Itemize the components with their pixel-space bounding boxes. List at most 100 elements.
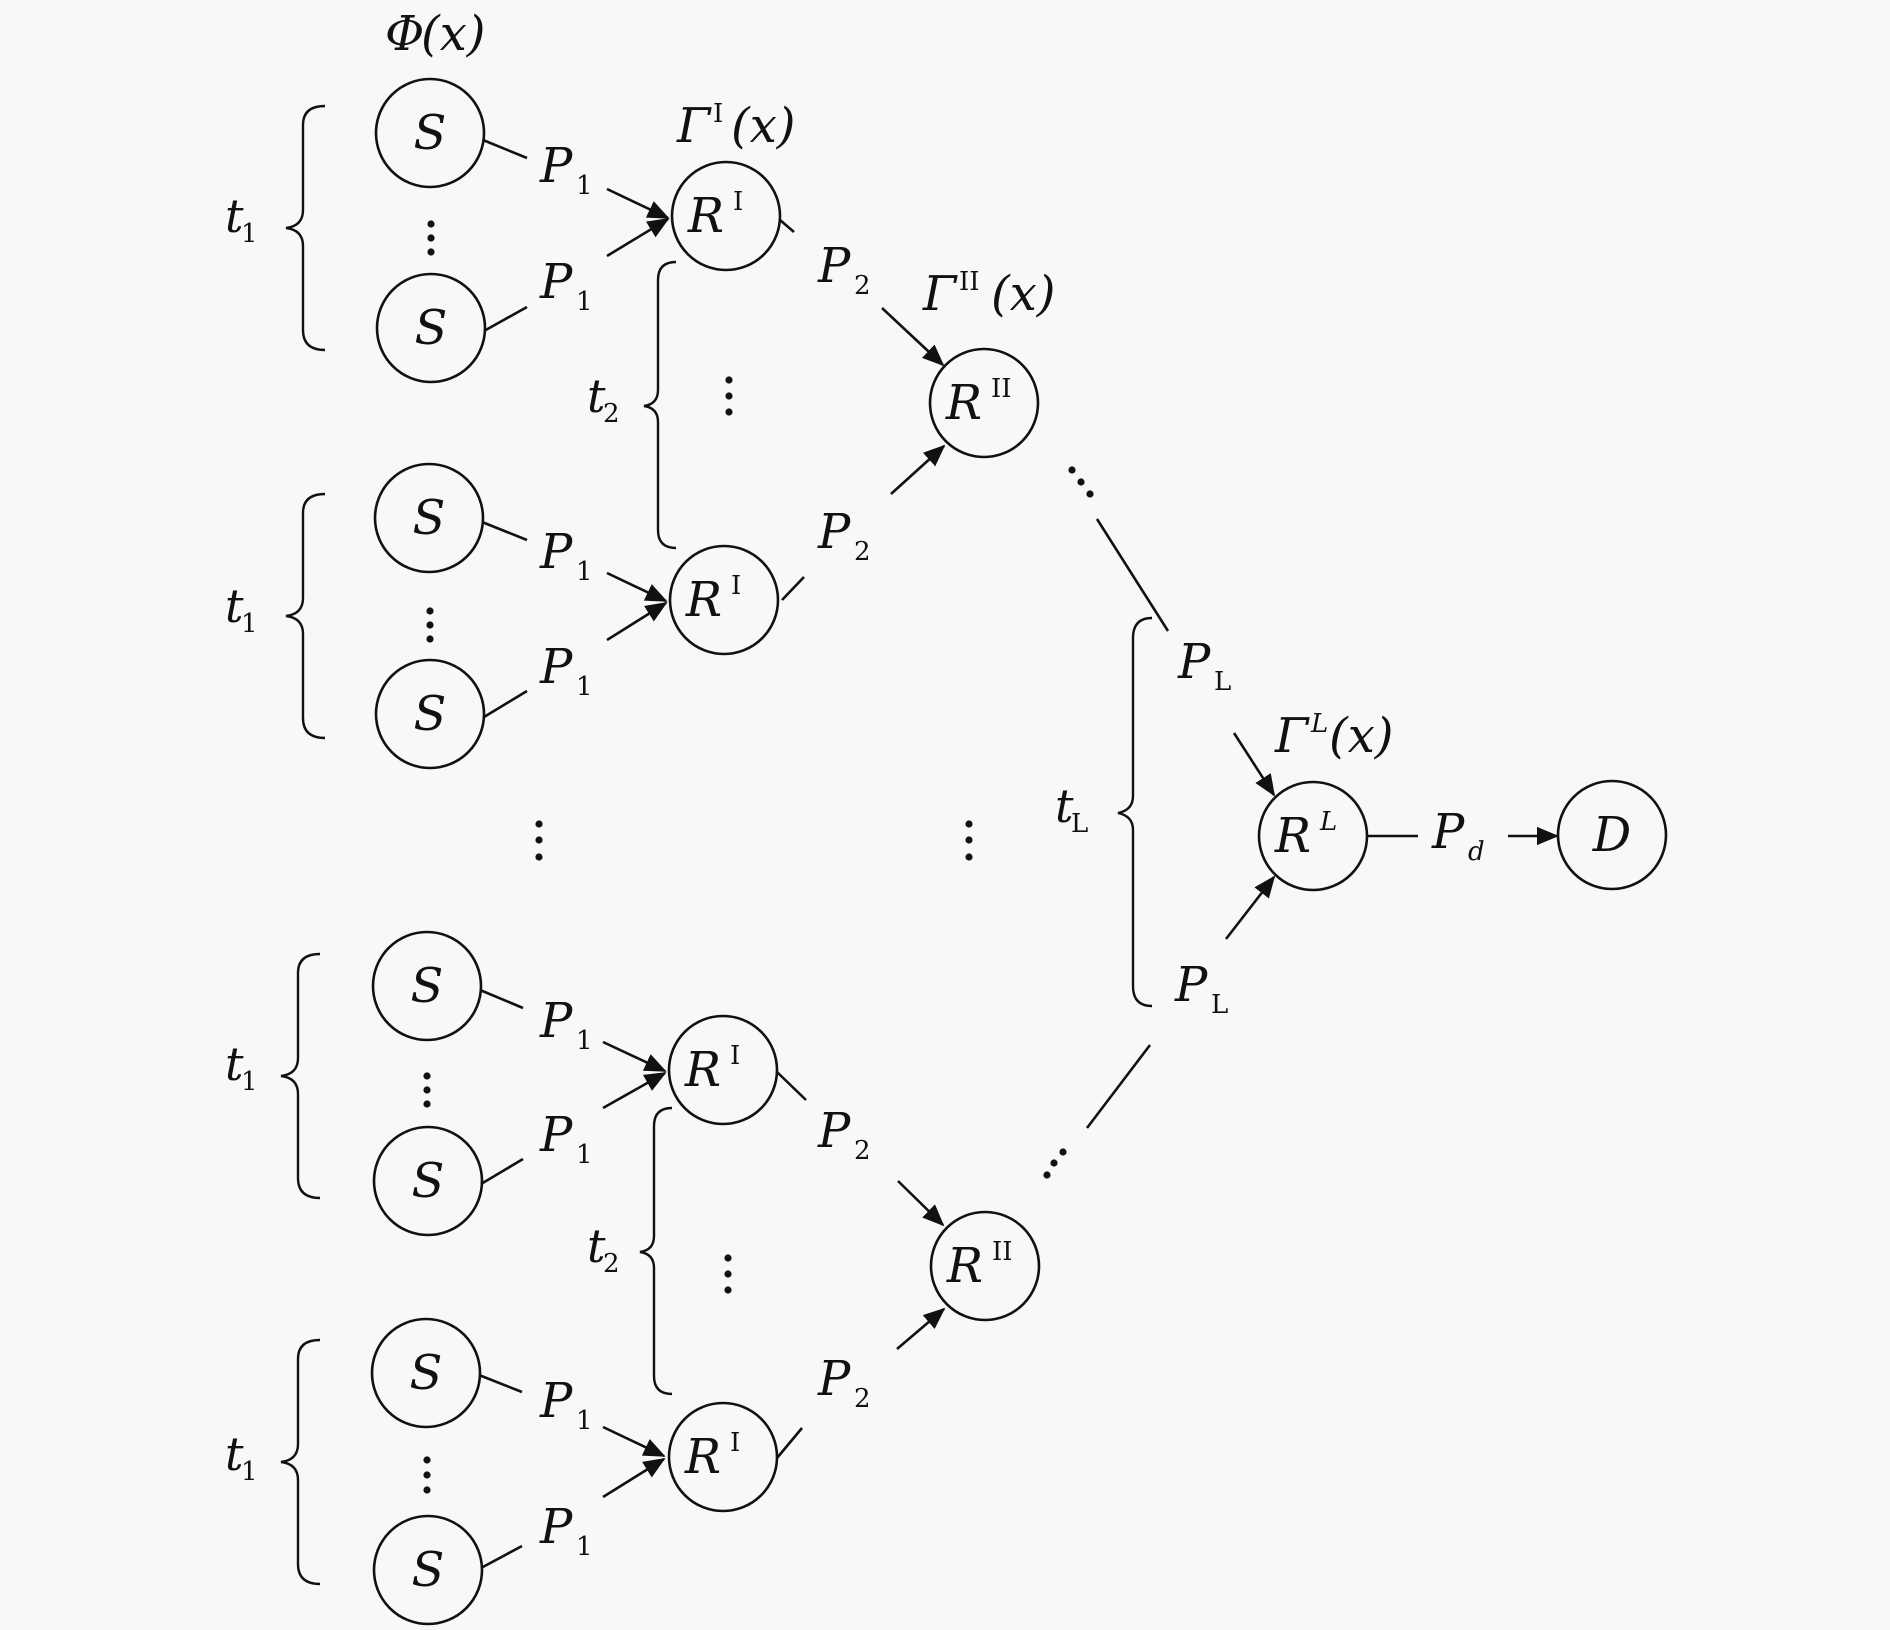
brace-t1-group3	[280, 952, 321, 1200]
node-superscript: I	[731, 571, 741, 601]
edge-ri4-p2	[776, 1427, 803, 1459]
node-label: R	[945, 375, 982, 431]
node-superscript: I	[733, 187, 743, 217]
node-s3: S	[373, 462, 485, 574]
node-s7: S	[370, 1317, 482, 1429]
node-label: R	[684, 1042, 721, 1098]
edge-label-subscript: 2	[854, 537, 871, 567]
node-superscript: II	[992, 1237, 1013, 1267]
node-circle	[928, 347, 1040, 459]
node-circle	[929, 1210, 1041, 1322]
edge-s1-p1	[482, 138, 528, 160]
edge-label-subscript: 1	[576, 1140, 593, 1170]
node-circle	[667, 1014, 779, 1126]
time-label-subscript: 2	[603, 1249, 620, 1279]
edge-s2-p1	[483, 305, 528, 333]
edge-label-main: P	[817, 238, 851, 294]
node-superscript: L	[1319, 807, 1337, 837]
time-label-main: t	[225, 579, 244, 633]
edge-label-subscript: 1	[576, 171, 593, 201]
edge-label-subscript: 2	[854, 1384, 871, 1414]
arrow-p1-ri1	[606, 187, 670, 220]
ellipsis-dots	[423, 220, 1094, 1494]
edge-s4-p1	[483, 689, 528, 719]
node-s1: S	[374, 77, 486, 189]
node-label: R	[685, 572, 722, 628]
annotation-superscript: II	[959, 267, 980, 297]
node-label: S	[412, 1153, 445, 1209]
edge-label-subscript: d	[1468, 837, 1485, 867]
time-label-main: t	[587, 369, 606, 423]
edge-label-subscript: 2	[854, 1136, 871, 1166]
node-circle	[668, 544, 780, 656]
arrow-p1-ri4-b	[602, 1457, 666, 1499]
node-circle	[371, 930, 483, 1042]
node-label: S	[411, 958, 444, 1014]
brace-t2-upper	[643, 260, 677, 550]
brace-t2-lower	[639, 1106, 673, 1396]
node-label: S	[412, 1542, 445, 1598]
annotation-symbol: Φ	[385, 6, 424, 62]
annotation-argument: (x)	[991, 266, 1056, 322]
annotation-s1: Φ(x)	[385, 6, 486, 62]
edge-s6-p1	[480, 1157, 524, 1186]
edge-label-subscript: L	[1211, 990, 1228, 1020]
edge-ri1-p2	[779, 219, 795, 233]
edge-upper-to-pl	[1095, 518, 1170, 632]
time-label-t1: t1	[225, 579, 258, 639]
node-label: S	[414, 686, 447, 742]
time-label-tl: tL	[1055, 779, 1088, 839]
arrow-p1-ri3	[602, 1040, 667, 1073]
time-label-main: t	[225, 189, 244, 243]
braces	[280, 104, 1153, 1586]
time-label-t1: t1	[225, 1427, 258, 1487]
vdots-middle-right	[965, 820, 973, 861]
edge-label-main: P	[1177, 634, 1211, 690]
edge-label-subscript: 2	[854, 271, 871, 301]
node-label: R	[687, 188, 724, 244]
arrow-p2-rii1-b	[890, 444, 946, 495]
node-s2: S	[375, 272, 487, 384]
vdots-middle-left	[535, 820, 543, 861]
ddots-upper	[1068, 466, 1094, 498]
time-label-subscript: 1	[241, 1067, 258, 1097]
vdots-group2	[426, 607, 434, 643]
edge-s5-p1	[479, 988, 524, 1010]
arrow-p2-rii1	[881, 307, 945, 367]
vdots-group1	[427, 220, 435, 256]
edge-label-subscript: 1	[576, 557, 593, 587]
edge-label-main: P	[539, 1373, 573, 1429]
edge-s3-p1	[481, 520, 528, 542]
edge-label-main: P	[817, 1351, 851, 1407]
node-circle	[374, 658, 486, 770]
edge-label-main: P	[539, 639, 573, 695]
edge-label-main: P	[1174, 957, 1208, 1013]
annotation-argument: (x)	[731, 98, 796, 154]
arrow-p2-rii2-b	[896, 1307, 946, 1350]
time-label-subscript: L	[1071, 809, 1088, 839]
time-label-main: t	[225, 1037, 244, 1091]
brace-t1-group2	[285, 492, 326, 740]
arrow-pl-rl-b	[1224, 875, 1276, 940]
annotation-argument: (x)	[421, 6, 486, 62]
edge-s7-p1	[478, 1373, 523, 1394]
annotation-superscript: L	[1310, 709, 1328, 739]
annotation-argument: (x)	[1329, 708, 1394, 764]
